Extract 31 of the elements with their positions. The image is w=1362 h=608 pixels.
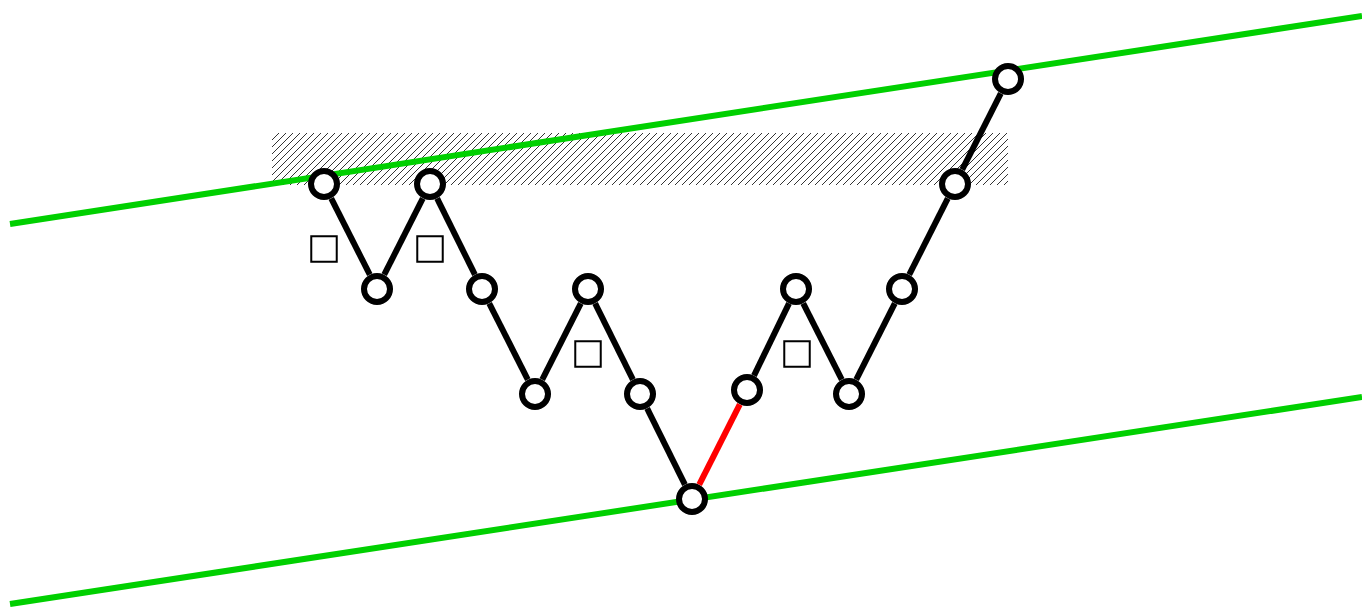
square-symbol: □ (416, 235, 444, 263)
pivot-circle (361, 273, 393, 305)
pivot-circle (992, 63, 1024, 95)
zigzag-segment (434, 197, 478, 276)
zigzag-segment (959, 91, 1004, 172)
zigzag-segment (539, 301, 584, 382)
square-symbol: □ (574, 340, 602, 368)
pivot-circle (572, 273, 604, 305)
pivot-circle (731, 374, 763, 406)
pivot-circle (833, 378, 865, 410)
square-symbol: □ (783, 340, 811, 368)
zigzag-segment (751, 302, 792, 377)
square-symbol: □ (310, 235, 338, 263)
zigzag-segment (800, 301, 845, 382)
pivot-circle (676, 483, 708, 515)
zigzag-segment (381, 196, 426, 277)
pivot-circle (624, 378, 656, 410)
zigzag-segment (328, 196, 373, 277)
pivot-circle (519, 378, 551, 410)
pivot-circle (466, 273, 498, 305)
zigzag-segment (696, 402, 743, 487)
zigzag-segment (853, 301, 898, 382)
pivot-circle (886, 273, 918, 305)
zigzag-segment (906, 196, 951, 277)
pivot-circle (939, 168, 971, 200)
zigzag-segment (592, 302, 636, 381)
pivot-circle (414, 168, 446, 200)
pivot-circle (780, 273, 812, 305)
zigzag-segment (644, 407, 688, 486)
zigzag-segment (486, 301, 531, 382)
pivot-circle (308, 168, 340, 200)
